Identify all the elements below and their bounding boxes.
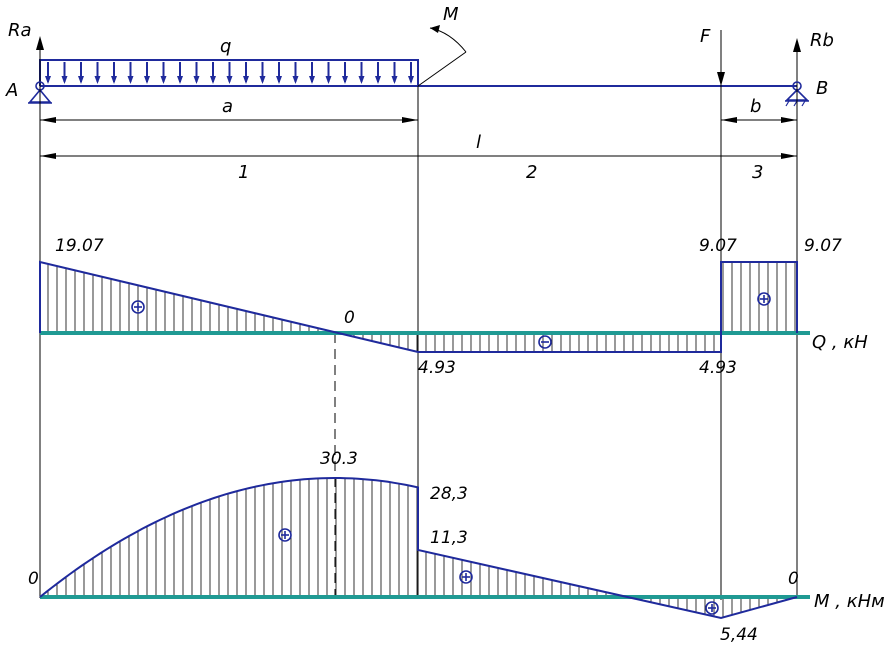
section-1-label: 1	[238, 162, 249, 183]
reaction-b-label: Rb	[810, 30, 834, 51]
support-a-label: A	[5, 80, 18, 101]
moment-value-left-zero: 0	[28, 569, 39, 589]
shear-value-f-neg: 4.93	[699, 358, 737, 378]
load-arrow-head	[226, 76, 233, 84]
distributed-load	[39, 59, 419, 86]
dimension-b-label: b	[750, 96, 761, 117]
shear-axis-label: Q , кН	[812, 332, 868, 353]
moment-value-max: 30.3	[320, 449, 358, 469]
shear-diagram: 19.07 0 4.93 4.93 9.07 9.07 Q , кН	[39, 236, 868, 378]
load-arrow-head	[391, 76, 398, 84]
section-3-label: 3	[752, 162, 763, 183]
shear-outline	[39, 260, 798, 353]
load-arrow-head	[408, 76, 414, 84]
load-arrow-head	[292, 76, 299, 84]
moment-plus-sign-3	[705, 601, 719, 615]
load-arrow-head	[94, 76, 101, 84]
dimension-a-label: a	[222, 96, 233, 117]
load-arrow-head	[160, 76, 167, 84]
moment-value-min: 5,44	[720, 625, 758, 645]
beam-scheme: q M F Ra Rb A	[5, 4, 834, 183]
load-arrow-head	[193, 76, 200, 84]
shear-value-left: 19.07	[55, 236, 104, 256]
reaction-b-arrow	[793, 38, 801, 86]
shear-value-right: 9.07	[804, 236, 842, 256]
shear-value-mid-neg: 4.93	[418, 358, 456, 378]
moment-plus-sign-1	[278, 528, 292, 542]
moment-hatching	[47, 478, 796, 618]
dimension-l-label: l	[476, 132, 481, 153]
load-arrow-head	[276, 76, 282, 84]
load-arrow-head	[325, 76, 332, 84]
moment-axis-label: M , кНм	[814, 591, 885, 612]
shear-plus-sign-2	[757, 292, 771, 306]
load-arrow-head	[375, 76, 381, 84]
support-b-label: B	[816, 78, 828, 99]
load-arrow-head	[127, 76, 134, 84]
load-arrow-head	[177, 76, 183, 84]
reaction-a-arrow	[36, 36, 44, 86]
moment-value-before-jump: 28,3	[430, 484, 468, 504]
load-arrow-head	[61, 76, 68, 84]
dimension-a	[40, 117, 418, 123]
moment-diagram: 0 30.3 28,3 11,3 5,44 0 M , кНм	[28, 449, 885, 645]
load-arrow-head	[358, 76, 365, 84]
shear-minus-sign	[538, 335, 552, 349]
load-arrow-head	[111, 76, 117, 84]
load-arrow-head	[45, 76, 51, 84]
moment-value-right-zero: 0	[788, 569, 799, 589]
load-arrow-head	[243, 76, 249, 84]
moment-outline	[39, 477, 798, 620]
distributed-load-label: q	[220, 36, 231, 57]
moment-plus-sign-2	[459, 570, 473, 584]
load-arrow-head	[78, 76, 84, 84]
force-label: F	[700, 26, 711, 47]
shear-plus-sign-1	[131, 300, 145, 314]
section-2-label: 2	[526, 162, 537, 183]
load-arrow-head	[309, 76, 315, 84]
moment-value-after-jump: 11,3	[430, 528, 468, 548]
moment-symbol	[417, 25, 467, 87]
shear-hatching	[47, 262, 796, 352]
load-arrow-head	[210, 76, 216, 84]
load-arrow-head	[342, 76, 348, 84]
distributed-load-arrows	[45, 62, 414, 84]
shear-value-f-pos: 9.07	[699, 236, 737, 256]
reaction-a-label: Ra	[8, 20, 32, 41]
shear-value-zero: 0	[344, 308, 355, 328]
dimension-b	[721, 117, 797, 123]
load-arrow-head	[259, 76, 266, 84]
force-arrow	[717, 30, 725, 86]
load-arrow-head	[144, 76, 150, 84]
moment-label: M	[443, 4, 459, 25]
